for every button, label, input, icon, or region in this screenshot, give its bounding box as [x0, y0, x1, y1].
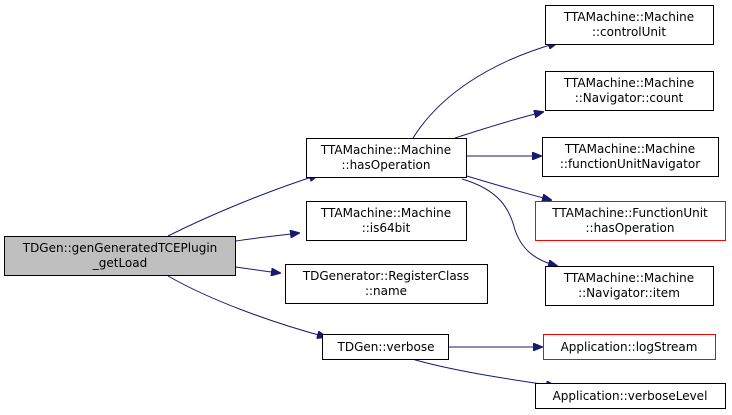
edge-root-to-verbose	[167, 275, 326, 337]
edge-has-operation-to-fu-has-operation	[459, 173, 551, 200]
edge-has-operation-to-navigator-count	[454, 112, 543, 139]
node-navigator-count-line1: TTAMachine::Machine	[563, 76, 694, 90]
edge-has-operation-to-navigator-item	[461, 178, 557, 266]
node-is64bit-line2: ::is64bit	[362, 221, 411, 235]
node-fu-has-operation-line2: ::hasOperation	[585, 221, 674, 235]
edge-root-to-register-class-name	[235, 266, 280, 273]
node-verbose-level[interactable]: Application::verboseLevel	[535, 383, 726, 409]
node-register-class-name[interactable]: TDGenerator::RegisterClass ::name	[285, 264, 488, 304]
node-control-unit-line1: TTAMachine::Machine	[563, 10, 694, 24]
node-has-operation-line1: TTAMachine::Machine	[320, 143, 451, 157]
node-function-unit-navigator[interactable]: TTAMachine::Machine ::functionUnitNaviga…	[542, 137, 719, 177]
node-log-stream[interactable]: Application::logStream	[543, 334, 716, 360]
node-navigator-item[interactable]: TTAMachine::Machine ::Navigator::item	[545, 266, 714, 306]
node-log-stream-line1: Application::logStream	[561, 340, 698, 354]
edge-verbose-to-verbose-level	[411, 358, 555, 386]
node-fu-has-operation-line1: TTAMachine::FunctionUnit	[551, 206, 708, 220]
node-register-class-name-line2: ::name	[365, 284, 407, 298]
node-verbose[interactable]: TDGen::verbose	[322, 334, 449, 360]
edge-has-operation-to-control-unit	[412, 43, 557, 139]
node-fu-has-operation[interactable]: TTAMachine::FunctionUnit ::hasOperation	[535, 201, 726, 241]
edges	[167, 43, 557, 386]
node-control-unit-line2: ::controlUnit	[592, 25, 666, 39]
edge-root-to-is64bit	[235, 233, 299, 242]
node-is64bit-line1: TTAMachine::Machine	[320, 206, 451, 220]
node-verbose-level-line1: Application::verboseLevel	[553, 389, 708, 403]
node-navigator-count-line2: ::Navigator::count	[575, 91, 684, 105]
node-has-operation[interactable]: TTAMachine::Machine ::hasOperation	[306, 138, 467, 178]
node-verbose-line1: TDGen::verbose	[337, 340, 435, 354]
node-navigator-item-line2: ::Navigator::item	[578, 286, 680, 300]
node-root-line2: _getLoad	[92, 256, 148, 270]
node-function-unit-navigator-line2: ::functionUnitNavigator	[560, 157, 700, 171]
node-navigator-item-line1: TTAMachine::Machine	[563, 271, 694, 285]
node-is64bit[interactable]: TTAMachine::Machine ::is64bit	[306, 201, 467, 241]
node-root[interactable]: TDGen::genGeneratedTCEPlugin _getLoad	[4, 236, 236, 276]
node-control-unit[interactable]: TTAMachine::Machine ::controlUnit	[545, 5, 714, 45]
node-has-operation-line2: ::hasOperation	[341, 158, 430, 172]
edge-root-to-has-operation	[167, 175, 318, 237]
node-register-class-name-line1: TDGenerator::RegisterClass	[302, 269, 469, 283]
node-function-unit-navigator-line1: TTAMachine::Machine	[564, 142, 695, 156]
node-navigator-count[interactable]: TTAMachine::Machine ::Navigator::count	[545, 71, 714, 111]
node-root-line1: TDGen::genGeneratedTCEPlugin	[22, 241, 218, 255]
